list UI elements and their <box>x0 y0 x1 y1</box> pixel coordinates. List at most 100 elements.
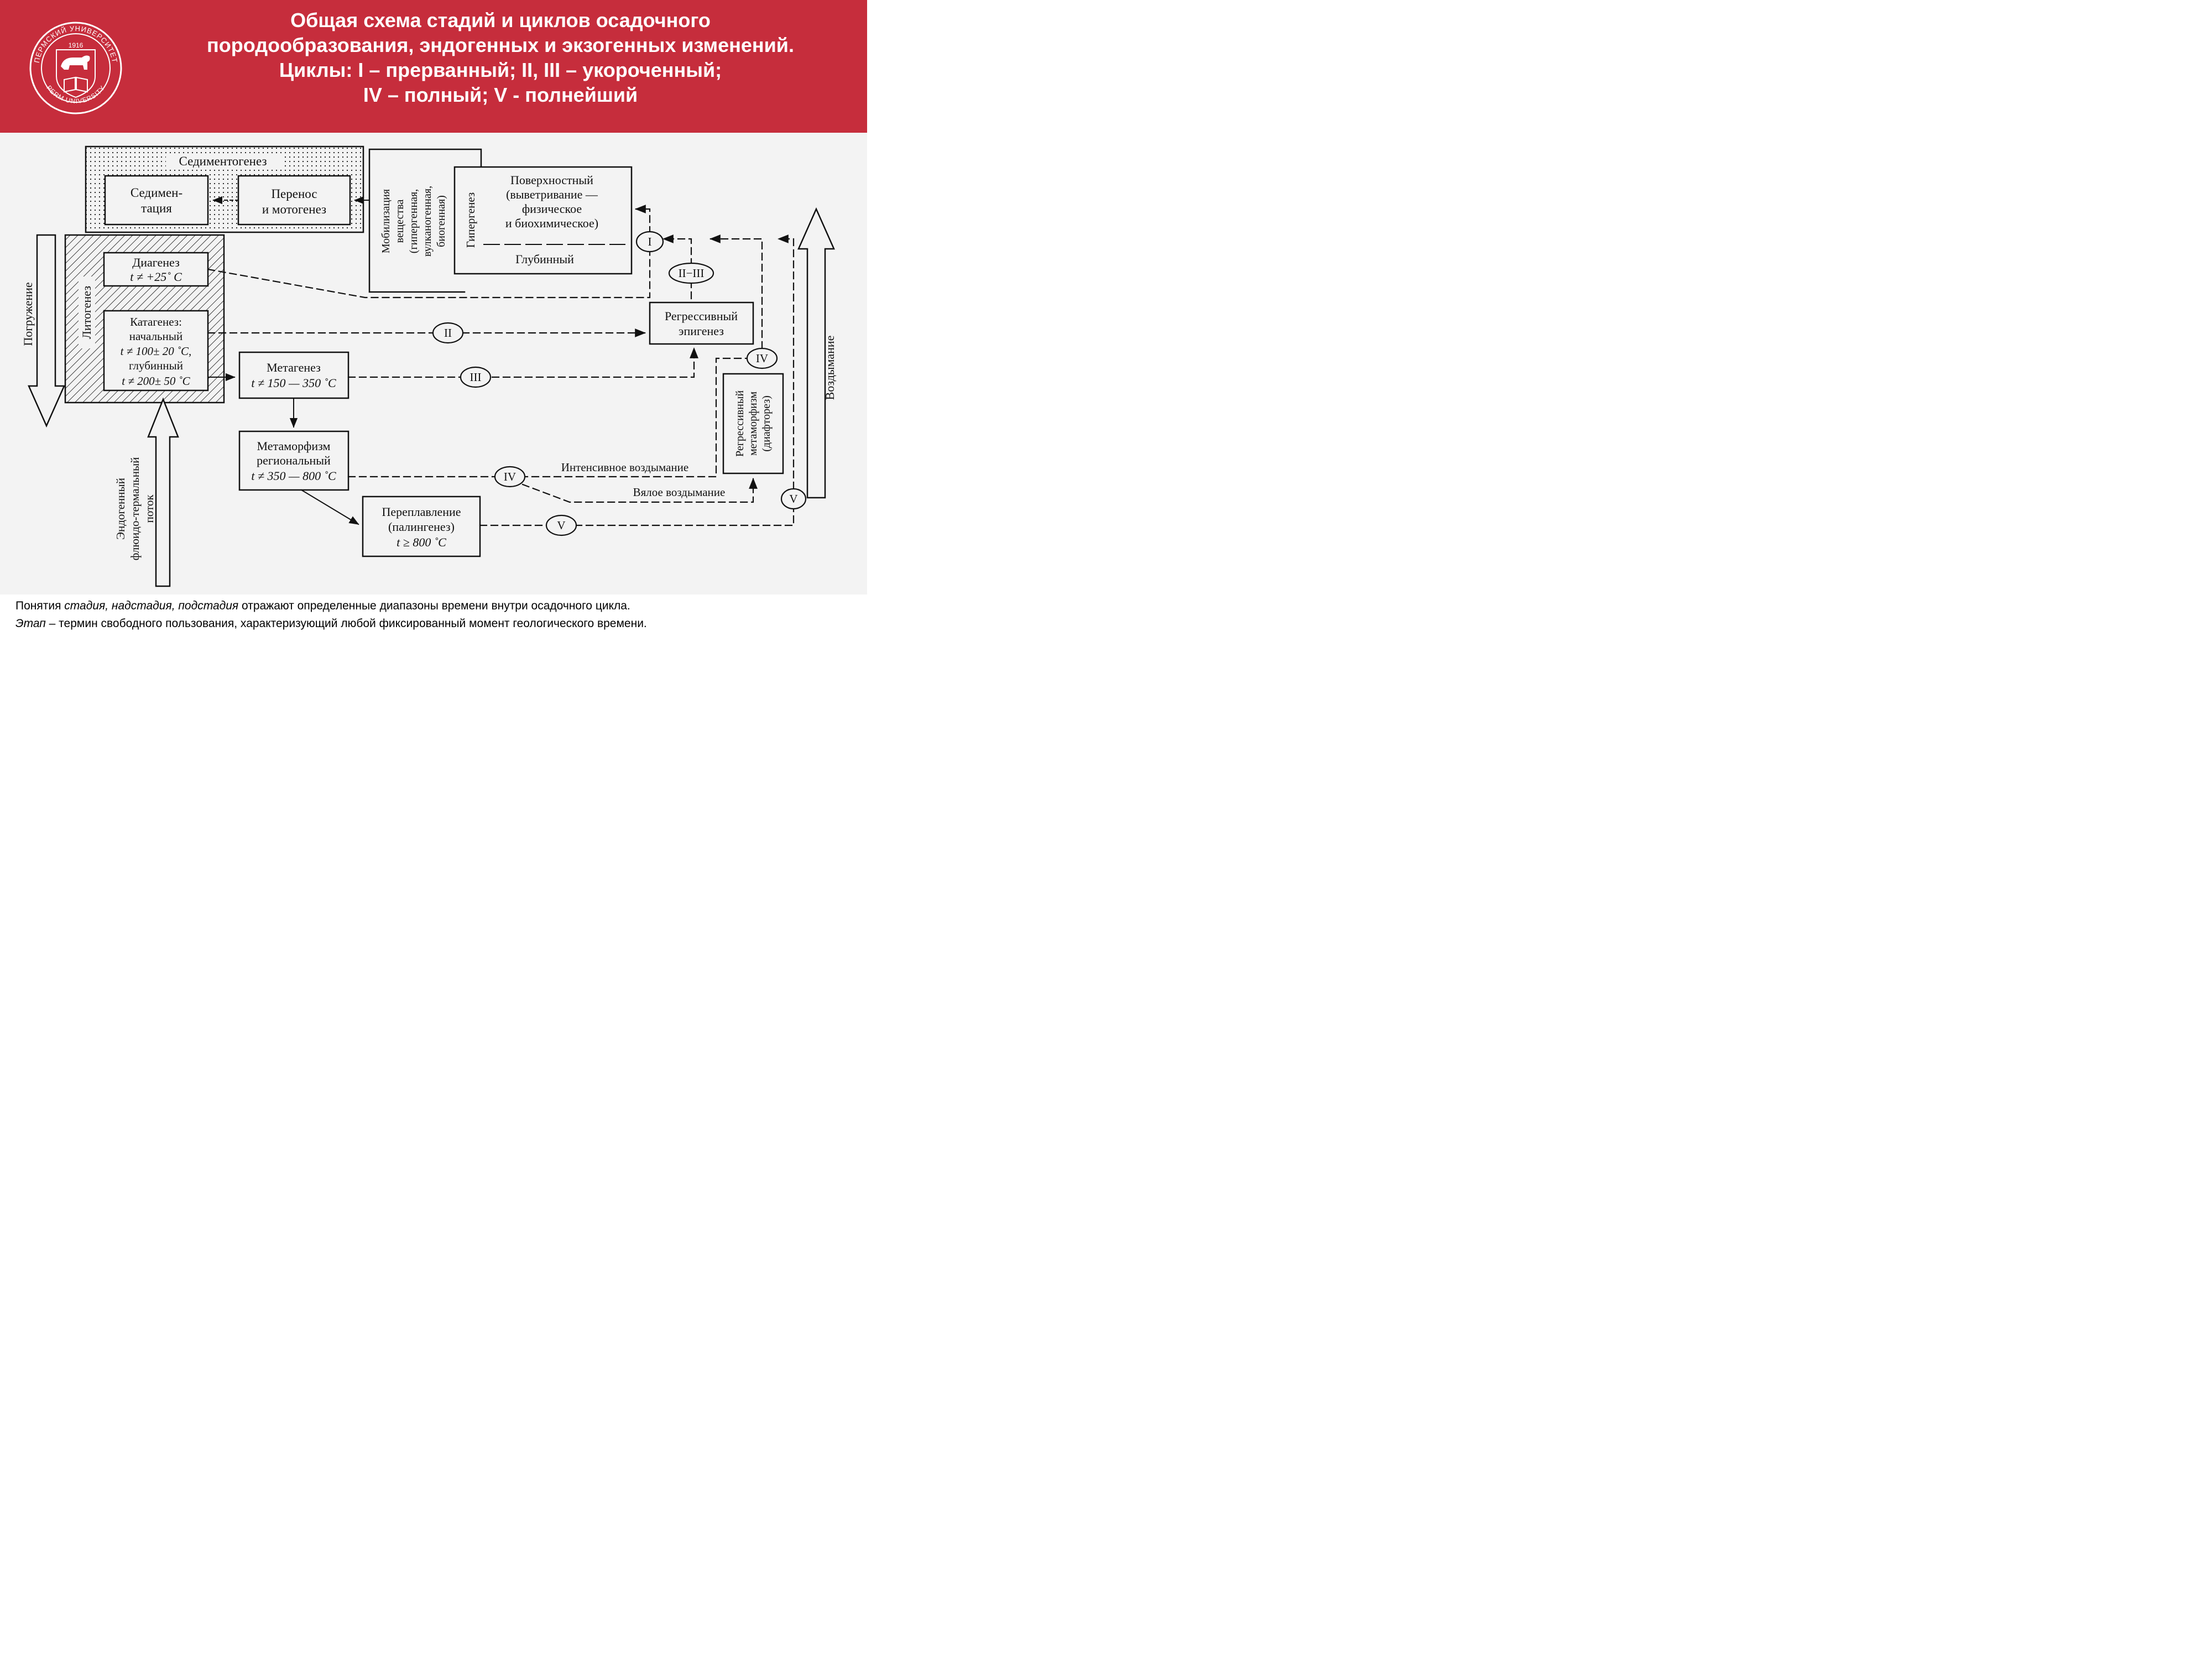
hypergenesis-surface-line: физическое <box>522 202 582 216</box>
regressive-metamorphism-line: Регрессивный <box>734 390 746 457</box>
diagenesis-temp: t ≠ +25˚ C <box>130 270 182 284</box>
sedimentation-line: Седимен- <box>131 186 182 200</box>
sedimentogenesis-label: Седиментогенез <box>179 154 267 168</box>
footer-italic-term: Этап <box>15 617 46 630</box>
cycle-III-marker <box>460 366 492 388</box>
cycle-I-label: I <box>648 235 652 248</box>
catagenesis-line: Катагенез: <box>130 315 182 328</box>
title-line: Общая схема стадий и циклов осадочного <box>290 9 711 32</box>
regressive-metamorphism-line: (диафторез) <box>760 395 773 452</box>
metamorphism-to-remelting-arrow <box>300 489 359 525</box>
subsidence-arrow <box>28 234 65 428</box>
mobilization-line: вулканогенная, <box>421 186 434 257</box>
process-diagram: Седиментогенез Седимен- тация Перенос и … <box>21 145 837 587</box>
mobilization-line: Мобилизация <box>380 189 392 253</box>
cycle-IV-marker <box>746 347 778 369</box>
mobilization-line: биогенная) <box>435 195 447 247</box>
catagenesis-box <box>103 310 209 392</box>
footer-note: Понятия стадия, надстадия, подстадия отр… <box>15 597 862 633</box>
diagram-area: Седиментогенез Седимен- тация Перенос и … <box>0 133 867 594</box>
cycle-I-marker <box>635 231 664 253</box>
regressive-epigenesis-box <box>649 301 754 345</box>
cycle-I-return <box>635 205 651 234</box>
uplift-label: Воздымание <box>823 336 837 400</box>
cycle-V-marker <box>780 488 807 510</box>
uplift-arrow <box>797 207 835 499</box>
sedimentation-line: тация <box>141 201 172 215</box>
cycle-IV-slow-path <box>521 478 758 503</box>
footer-line-1: Понятия стадия, надстадия, подстадия отр… <box>15 597 862 615</box>
cycle-I-path <box>207 249 651 299</box>
metagenesis-title: Метагенез <box>267 361 321 374</box>
transport-line: Перенос <box>271 187 317 201</box>
subsidence-label: Погружение <box>21 282 35 346</box>
hypergenesis-box <box>453 166 633 275</box>
regressive-epigenesis-line: Регрессивный <box>665 309 738 323</box>
metagenesis-box <box>238 351 349 399</box>
hypergenesis-label: Гипергенез <box>464 192 477 248</box>
metagenesis-temp: t ≠ 150 — 350 ˚C <box>251 376 336 390</box>
cycle-II-label: II <box>444 326 452 340</box>
cycle-II-III-label: II−III <box>679 267 705 280</box>
footer-italic-terms: стадия, надстадия, подстадия <box>64 599 239 612</box>
cycle-II-marker <box>432 322 464 344</box>
endogenous-flow-line: Эндогенный <box>114 478 127 540</box>
footer-text: Понятия <box>15 599 65 612</box>
transport-line: и мотогенез <box>262 202 326 216</box>
cycle-V-label: V <box>789 492 797 505</box>
transport-box <box>237 175 351 226</box>
remelting-line: t ≥ 800 ˚C <box>397 535 446 549</box>
title-line: породообразования, эндогенных и экзогенн… <box>207 34 794 56</box>
remelting-line: (палингенез) <box>388 520 455 534</box>
cycle-IV-marker <box>494 466 526 488</box>
intensive-uplift-label: Интенсивное воздымание <box>561 461 688 474</box>
hypergenesis-surface-line: (выветривание — <box>506 187 598 201</box>
footer-text: отражают определенные диапазоны времени … <box>238 599 630 612</box>
catagenesis-line: t ≠ 200± 50 ˚C <box>122 374 190 388</box>
regressive-metamorphism-line: метаморфизм <box>747 392 759 456</box>
cycle-III-path <box>347 347 698 378</box>
metamorphism-box <box>238 430 349 491</box>
endogenous-flow-arrow <box>147 397 179 587</box>
cycle-V-marker <box>545 514 577 536</box>
cycle-IV-return <box>709 234 763 349</box>
remelting-box <box>362 495 481 557</box>
metamorphism-line: региональный <box>257 453 331 467</box>
slow-uplift-label: Вялое воздымание <box>633 486 726 499</box>
title-line: IV – полный; V - полнейший <box>363 84 638 106</box>
logo-year: 1916 <box>69 41 84 49</box>
sedimentation-box <box>104 175 209 226</box>
title-line: Циклы: I – прерванный; II, III – укороче… <box>279 59 722 81</box>
mobilization-line: вещества <box>394 200 406 243</box>
mobilization-line: (гипергенная, <box>408 189 420 253</box>
diagenesis-box <box>103 252 209 287</box>
diagenesis-title: Диагенез <box>132 255 180 269</box>
mobilization-box <box>368 148 482 293</box>
cycle-II-III-return <box>662 234 692 267</box>
regressive-epigenesis-line: эпигенез <box>679 324 724 338</box>
lithogenesis-label: Литогенез <box>80 286 93 339</box>
hypergenesis-surface-line: и биохимическое) <box>505 216 598 230</box>
page-title: Общая схема стадий и циклов осадочного п… <box>138 8 863 107</box>
catagenesis-line: глубинный <box>129 359 183 372</box>
cycle-V-return <box>778 234 795 490</box>
cycle-V-lower <box>574 508 795 526</box>
university-logo: ПЕРМСКИЙ УНИВЕРСИТЕТ PERM UNIVERSITY 191… <box>29 22 122 114</box>
catagenesis-line: начальный <box>129 330 182 343</box>
hypergenesis-deep: Глубинный <box>515 252 574 266</box>
cycle-V-label: V <box>557 519 565 532</box>
cycle-II-III-marker <box>668 262 714 284</box>
catagenesis-line: t ≠ 100± 20 ˚C, <box>121 345 192 358</box>
footer-line-2: Этап – термин свободного пользования, ха… <box>15 615 862 633</box>
cycle-IV-label: IV <box>504 470 516 483</box>
metamorphism-line: Метаморфизм <box>257 439 331 453</box>
endogenous-flow-line: поток <box>143 494 156 523</box>
regressive-metamorphism-box <box>722 373 784 474</box>
cycle-IV-upper <box>521 357 753 478</box>
cycle-III-label: III <box>470 371 482 384</box>
footer-text: – термин свободного пользования, характе… <box>45 617 647 630</box>
remelting-line: Переплавление <box>382 505 461 519</box>
title-banner: ПЕРМСКИЙ УНИВЕРСИТЕТ PERM UNIVERSITY 191… <box>0 0 867 133</box>
endogenous-flow-line: флюидо-термальный <box>128 457 142 561</box>
cycle-IV-label: IV <box>756 352 768 365</box>
